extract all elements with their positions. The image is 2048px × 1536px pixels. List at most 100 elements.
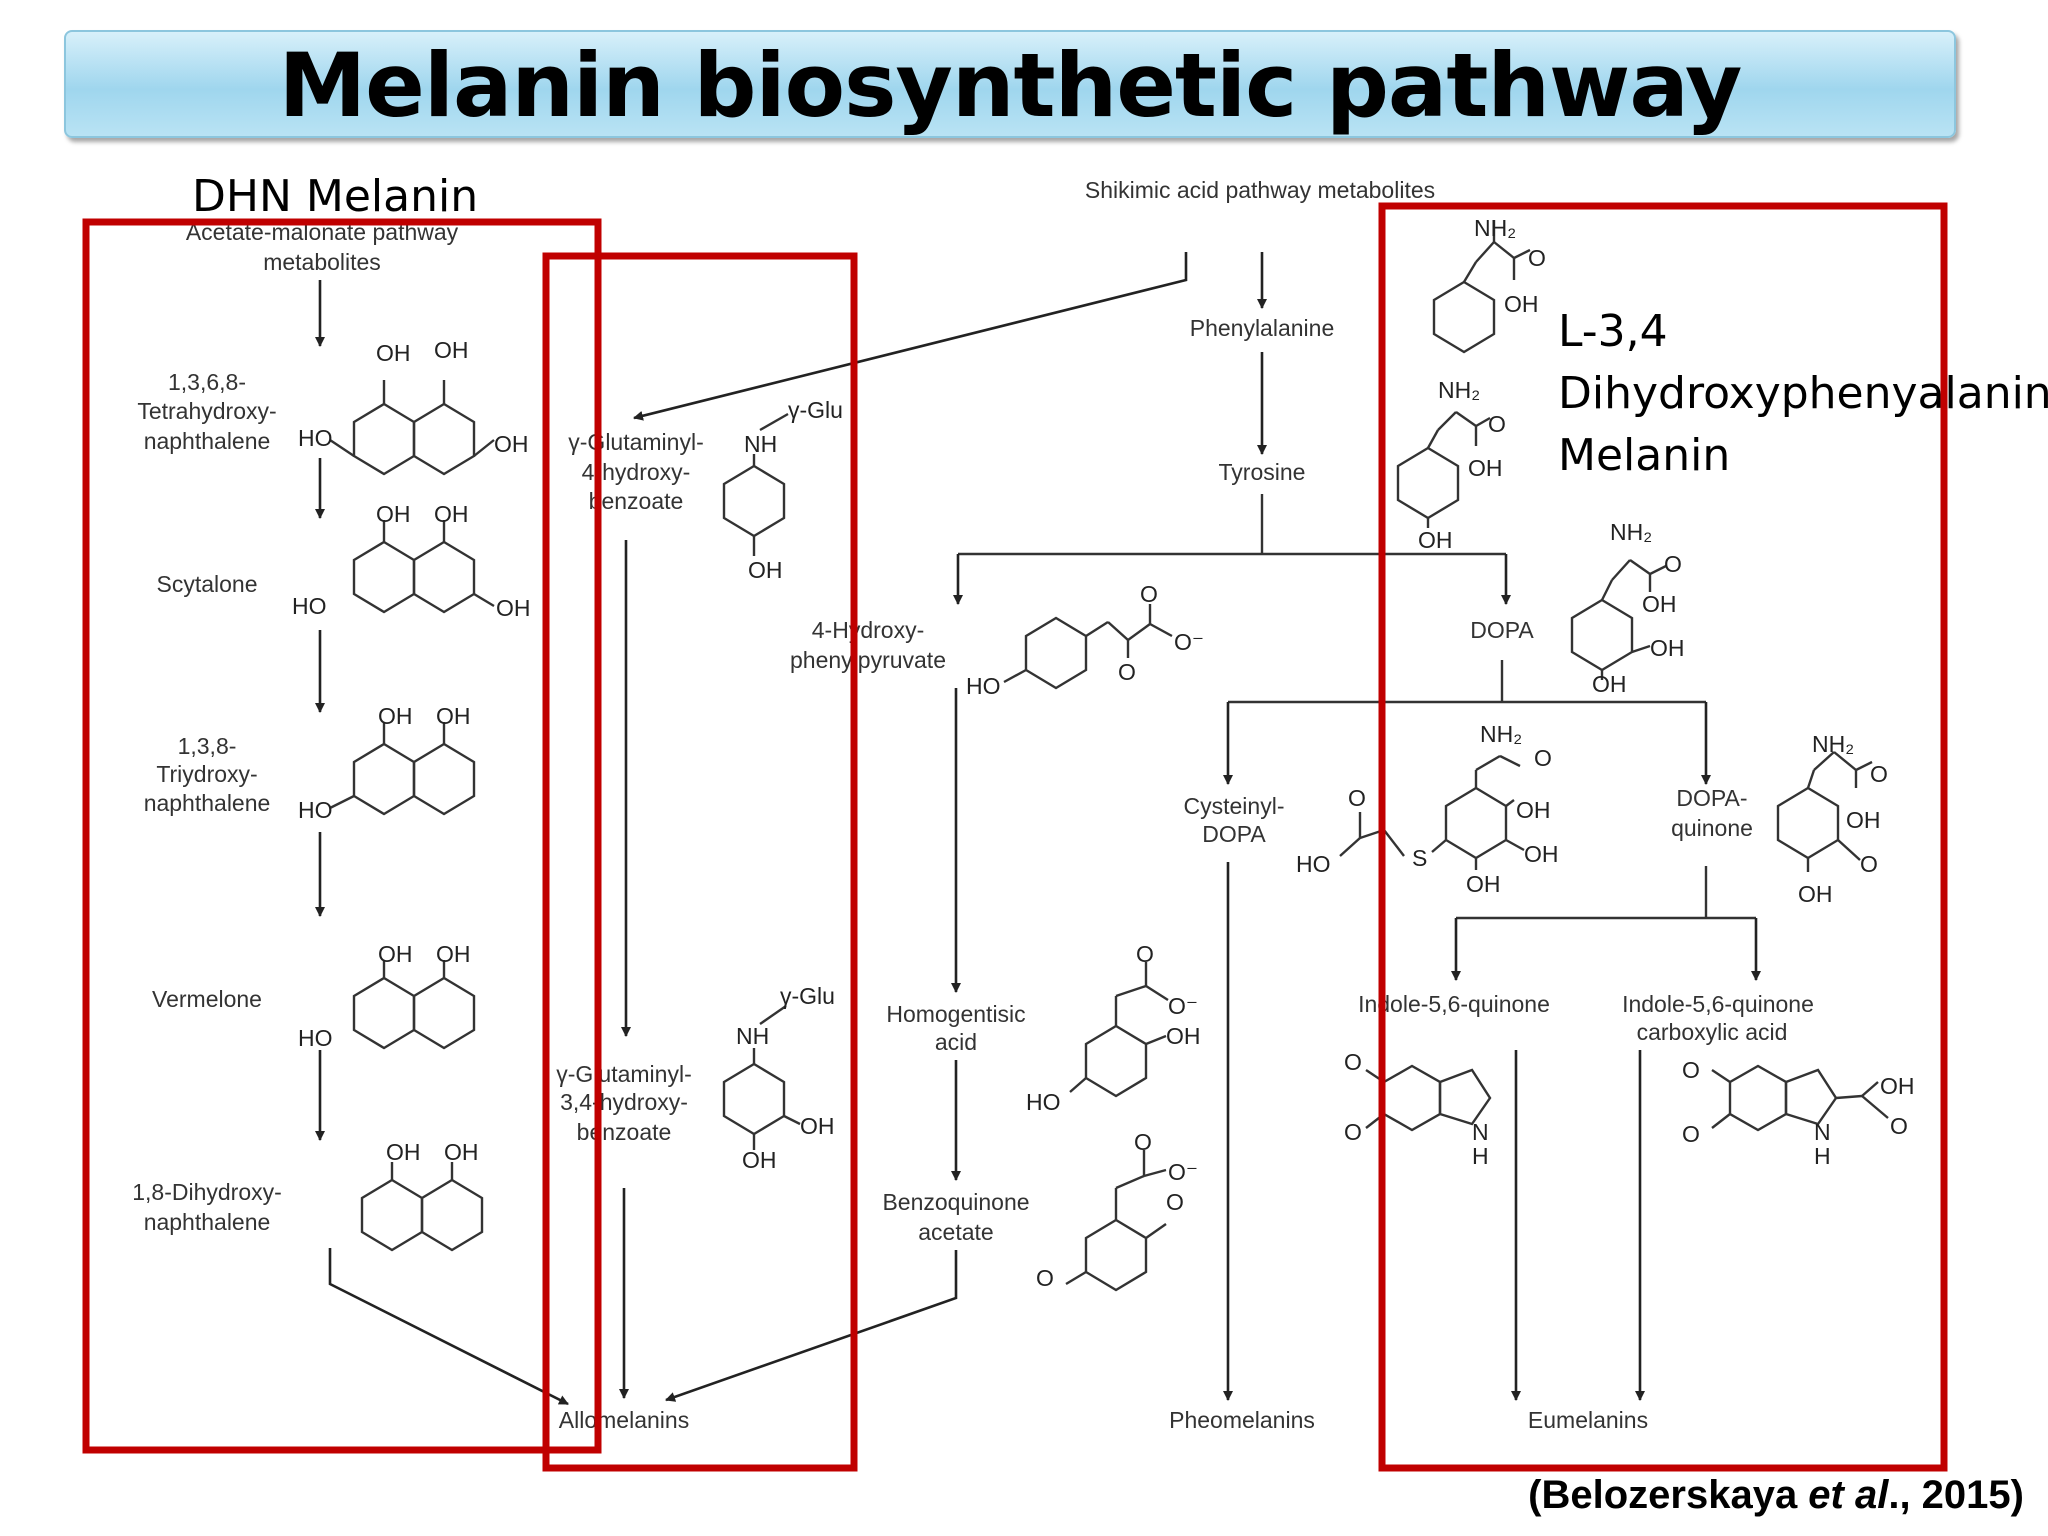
svg-text:OH: OH: [1650, 635, 1685, 661]
structure-indole-quinone-carboxylic: O O N H OH O: [1682, 1057, 1915, 1169]
svg-text:O: O: [1344, 1049, 1362, 1075]
node-indole-quinone-carboxylic: Indole-5,6-quinone carboxylic acid: [1622, 991, 1814, 1045]
svg-text:OH: OH: [376, 501, 411, 527]
structure-glutaminyl-34-hydroxybenzoate: NH γ-Glu OH OH: [722, 983, 835, 1173]
node-glutaminyl-4-hydroxybenzoate: γ-Glutaminyl- 4-hydroxy- benzoate: [568, 429, 703, 514]
node-vermelone: Vermelone: [152, 986, 262, 1012]
svg-text:OH: OH: [1166, 1023, 1201, 1049]
svg-text:O: O: [1348, 785, 1366, 811]
arrow-dhn-to-allomelanins: [328, 1248, 569, 1406]
svg-text:O⁻: O⁻: [1168, 1159, 1198, 1185]
structure-vermelone: OH OH HO: [298, 941, 476, 1051]
svg-text:HO: HO: [298, 425, 333, 451]
svg-text:naphthalene: naphthalene: [144, 428, 271, 454]
svg-text:Benzoquinone: Benzoquinone: [882, 1189, 1029, 1215]
node-hydroxyphenylpyruvate: 4-Hydroxy- phenylpyruvate: [790, 617, 946, 673]
svg-text:O: O: [1166, 1189, 1184, 1215]
node-tetrahydroxynaphthalene: 1,3,6,8- Tetrahydroxy- naphthalene: [137, 369, 276, 454]
svg-text:OH: OH: [386, 1139, 421, 1165]
svg-text:S: S: [1412, 845, 1427, 871]
svg-text:OH: OH: [1846, 807, 1881, 833]
ldopa-label-line3: Melanin: [1558, 430, 1730, 481]
svg-text:OH: OH: [444, 1139, 479, 1165]
structure-hydroxyphenylpyruvate: HO O O O⁻: [966, 581, 1204, 699]
svg-text:O: O: [1860, 851, 1878, 877]
svg-text:O: O: [1488, 411, 1506, 437]
svg-text:H: H: [1472, 1143, 1489, 1169]
svg-text:OH: OH: [1468, 455, 1503, 481]
structure-dopa: NH₂ O OH OH OH: [1570, 519, 1685, 697]
svg-text:OH: OH: [1798, 881, 1833, 907]
svg-text:N: N: [1472, 1119, 1489, 1145]
node-indole-quinone: Indole-5,6-quinone: [1358, 991, 1550, 1017]
svg-text:γ-Glutaminyl-: γ-Glutaminyl-: [568, 429, 703, 455]
svg-text:O: O: [1682, 1057, 1700, 1083]
node-acetate: Acetate-malonate pathway metabolites: [186, 219, 459, 275]
svg-text:metabolites: metabolites: [263, 249, 381, 275]
svg-text:HO: HO: [1026, 1089, 1061, 1115]
svg-text:OH: OH: [378, 703, 413, 729]
svg-text:benzoate: benzoate: [589, 488, 684, 514]
svg-text:OH: OH: [742, 1147, 777, 1173]
structure-dihydroxynaphthalene: OH OH: [360, 1139, 484, 1252]
svg-text:HO: HO: [966, 673, 1001, 699]
svg-text:OH: OH: [1516, 797, 1551, 823]
svg-text:γ-Glutaminyl-: γ-Glutaminyl-: [556, 1061, 691, 1087]
structure-cysteinyl-dopa: NH₂ O OH OH OH S O HO: [1296, 721, 1559, 897]
svg-text:acetate: acetate: [918, 1219, 993, 1245]
svg-text:HO: HO: [292, 593, 327, 619]
structure-triydroxynaphthalene: OH OH HO: [298, 703, 476, 823]
svg-text:naphthalene: naphthalene: [144, 790, 271, 816]
structure-indole-quinone: O O N H: [1344, 1049, 1492, 1169]
svg-text:NH₂: NH₂: [1610, 519, 1652, 545]
ldopa-label-line1: L-3,4: [1558, 306, 1668, 357]
node-cysteinyl-dopa: Cysteinyl- DOPA: [1184, 793, 1285, 847]
svg-text:Indole-5,6-quinone: Indole-5,6-quinone: [1622, 991, 1814, 1017]
svg-text:OH: OH: [1466, 871, 1501, 897]
node-scytalone: Scytalone: [156, 571, 257, 597]
arrow-benzoquinone-to-allomelanins: [665, 1250, 958, 1402]
node-dopa: DOPA: [1470, 617, 1534, 643]
svg-text:OH: OH: [434, 501, 469, 527]
node-glutaminyl-34-hydroxybenzoate: γ-Glutaminyl- 3,4-hydroxy- benzoate: [556, 1061, 691, 1145]
svg-text:NH: NH: [744, 431, 777, 457]
arrow-shikimic-to-glut4: [633, 252, 1188, 421]
svg-text:OH: OH: [378, 941, 413, 967]
structure-benzoquinone-acetate: O O⁻ O O: [1036, 1129, 1198, 1292]
ldopa-group-box: [1378, 202, 1948, 1472]
svg-text:O: O: [1036, 1265, 1054, 1291]
node-homogentisic-acid: Homogentisic acid: [886, 1001, 1025, 1055]
node-benzoquinone-acetate: Benzoquinone acetate: [882, 1189, 1029, 1245]
svg-text:OH: OH: [1642, 591, 1677, 617]
svg-text:quinone: quinone: [1671, 815, 1753, 841]
svg-text:phenylpyruvate: phenylpyruvate: [790, 647, 946, 673]
svg-text:H: H: [1814, 1143, 1831, 1169]
svg-text:OH: OH: [748, 557, 783, 583]
svg-text:DOPA: DOPA: [1202, 821, 1266, 847]
dhn-group-box: [82, 218, 602, 1454]
svg-text:O: O: [1664, 551, 1682, 577]
structure-dopaquinone: NH₂ O OH O OH: [1776, 731, 1888, 907]
svg-text:3,4-hydroxy-: 3,4-hydroxy-: [560, 1089, 688, 1115]
svg-text:HO: HO: [1296, 851, 1331, 877]
node-dopaquinone: DOPA- quinone: [1671, 785, 1753, 841]
node-shikimic: Shikimic acid pathway metabolites: [1085, 177, 1435, 203]
svg-text:carboxylic acid: carboxylic acid: [1637, 1019, 1788, 1045]
node-triydroxynaphthalene: 1,3,8- Triydroxy- naphthalene: [144, 733, 271, 816]
svg-text:HO: HO: [298, 797, 333, 823]
svg-text:4-Hydroxy-: 4-Hydroxy-: [812, 617, 924, 643]
title-banner: Melanin biosynthetic pathway: [64, 30, 1956, 138]
svg-text:γ-Glu: γ-Glu: [780, 983, 835, 1009]
svg-text:OH: OH: [434, 337, 469, 363]
citation: (Belozerskaya et al., 2015): [1528, 1473, 2024, 1517]
node-pheomelanins: Pheomelanins: [1169, 1407, 1315, 1433]
glutaminyl-group-box: [542, 252, 858, 1472]
svg-text:OH: OH: [1524, 841, 1559, 867]
structure-glutaminyl-4-hydroxybenzoate: NH γ-Glu OH: [722, 397, 843, 583]
svg-text:naphthalene: naphthalene: [144, 1209, 271, 1235]
svg-text:NH₂: NH₂: [1480, 721, 1522, 747]
svg-text:OH: OH: [1504, 291, 1539, 317]
structure-homogentisic-acid: O O⁻ OH HO: [1026, 941, 1201, 1115]
svg-text:γ-Glu: γ-Glu: [788, 397, 843, 423]
svg-text:OH: OH: [496, 595, 531, 621]
